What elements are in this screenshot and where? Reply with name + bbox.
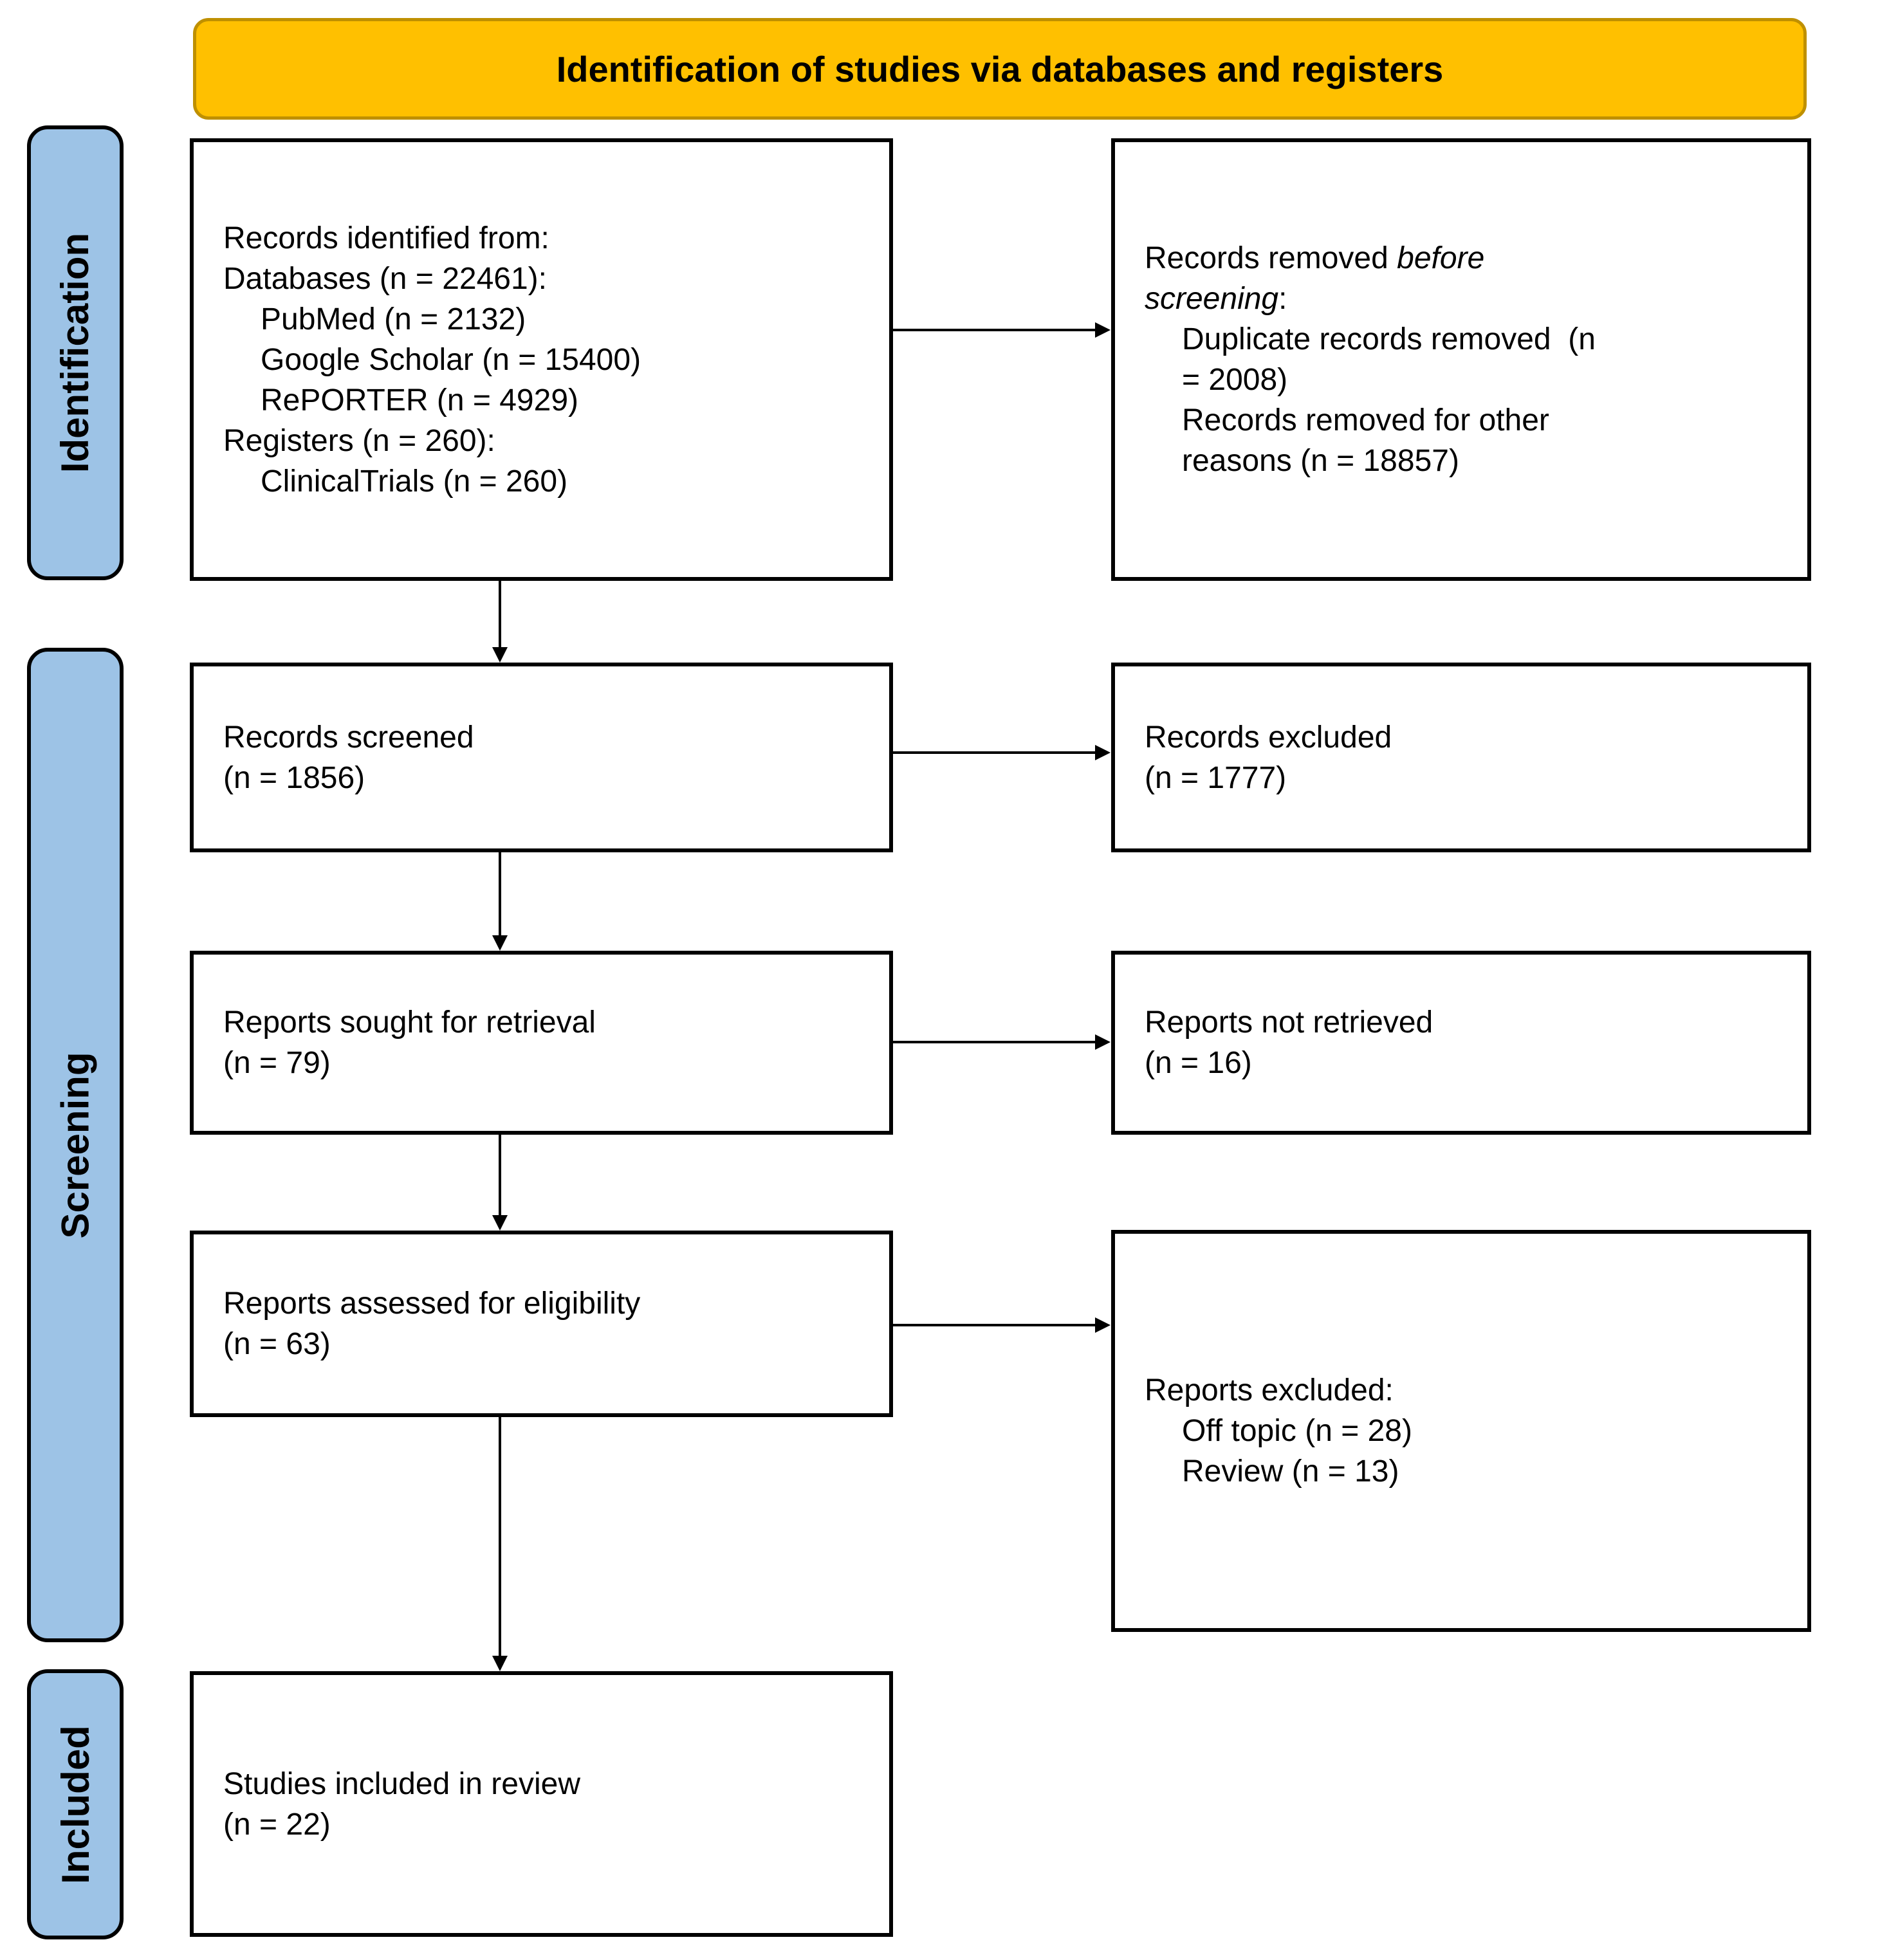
box-line: Records removed before xyxy=(1145,238,1792,279)
stage-label-identification: Identification xyxy=(27,125,124,580)
box-line: (n = 22) xyxy=(223,1807,331,1842)
arrowhead-down-icon xyxy=(492,1215,508,1231)
box-line: Off topic (n = 28) xyxy=(1182,1414,1412,1448)
box-line: (n = 63) xyxy=(223,1327,331,1361)
box-line: RePORTER (n = 4929) xyxy=(261,383,578,417)
box-line: (n = 1777) xyxy=(1145,760,1287,795)
arrowhead-down-icon xyxy=(492,935,508,951)
box-line-text-italic: screening xyxy=(1145,282,1279,316)
arrow-assessed-to-included xyxy=(499,1415,501,1657)
box-line-text: Records removed xyxy=(1145,241,1397,275)
box-line: Review (n = 13) xyxy=(1182,1454,1399,1488)
box-studies-included: Studies included in review (n = 22) xyxy=(190,1671,893,1937)
box-line: = 2008) xyxy=(1182,363,1288,397)
stage-label-included-text: Included xyxy=(53,1725,97,1884)
box-line: Records removed for other xyxy=(1182,403,1549,437)
banner-title-text: Identification of studies via databases … xyxy=(556,48,1444,89)
box-line: Google Scholar (n = 15400) xyxy=(261,342,641,377)
box-line: screening: xyxy=(1145,279,1792,319)
box-records-removed-before-screening: Records removed before screening: Duplic… xyxy=(1111,138,1811,581)
box-line: Duplicate records removed (n xyxy=(1182,322,1596,356)
banner-title: Identification of studies via databases … xyxy=(193,18,1807,120)
box-line: Reports excluded: xyxy=(1145,1373,1394,1407)
box-records-identified: Records identified from: Databases (n = … xyxy=(190,138,893,581)
box-line: Reports sought for retrieval xyxy=(223,1005,596,1040)
arrow-sought-to-assessed xyxy=(499,1132,501,1216)
arrow-screened-to-excluded xyxy=(893,751,1098,754)
box-line: Reports not retrieved xyxy=(1145,1005,1433,1040)
arrow-sought-to-not-retrieved xyxy=(893,1041,1098,1043)
arrow-screened-to-sought xyxy=(499,851,501,938)
box-reports-excluded: Reports excluded: Off topic (n = 28) Rev… xyxy=(1111,1230,1811,1632)
arrowhead-right-icon xyxy=(1095,1034,1110,1050)
box-line: Reports assessed for eligibility xyxy=(223,1287,641,1321)
box-line-text: : xyxy=(1278,282,1287,316)
box-reports-sought: Reports sought for retrieval (n = 79) xyxy=(190,951,893,1135)
arrowhead-right-icon xyxy=(1095,1317,1110,1333)
box-line: Registers (n = 260): xyxy=(223,423,495,458)
stage-label-screening-text: Screening xyxy=(53,1051,97,1239)
box-line: Records screened xyxy=(223,720,474,755)
arrowhead-down-icon xyxy=(492,1656,508,1671)
box-line: PubMed (n = 2132) xyxy=(261,302,526,336)
arrow-assessed-to-reports-excluded xyxy=(893,1324,1098,1326)
stage-label-identification-text: Identification xyxy=(53,232,97,473)
box-line: (n = 16) xyxy=(1145,1046,1252,1080)
arrow-identified-to-removed xyxy=(893,329,1098,331)
box-line: (n = 79) xyxy=(223,1046,331,1080)
arrowhead-down-icon xyxy=(492,647,508,663)
arrowhead-right-icon xyxy=(1095,745,1110,760)
box-line: Records identified from: xyxy=(223,221,549,255)
arrow-identified-to-screened xyxy=(499,578,501,650)
box-line-text-italic: before xyxy=(1397,241,1485,275)
box-line: Studies included in review xyxy=(223,1766,580,1801)
box-records-screened: Records screened (n = 1856) xyxy=(190,663,893,852)
arrowhead-right-icon xyxy=(1095,322,1110,338)
box-records-excluded: Records excluded (n = 1777) xyxy=(1111,663,1811,852)
stage-label-screening: Screening xyxy=(27,648,124,1642)
box-line: (n = 1856) xyxy=(223,760,365,795)
box-line: reasons (n = 18857) xyxy=(1182,444,1459,478)
box-reports-not-retrieved: Reports not retrieved (n = 16) xyxy=(1111,951,1811,1135)
box-line: Databases (n = 22461): xyxy=(223,261,547,296)
box-reports-assessed: Reports assessed for eligibility (n = 63… xyxy=(190,1231,893,1417)
box-line: Records excluded xyxy=(1145,720,1392,755)
stage-label-included: Included xyxy=(27,1669,124,1939)
box-line: ClinicalTrials (n = 260) xyxy=(261,464,568,499)
